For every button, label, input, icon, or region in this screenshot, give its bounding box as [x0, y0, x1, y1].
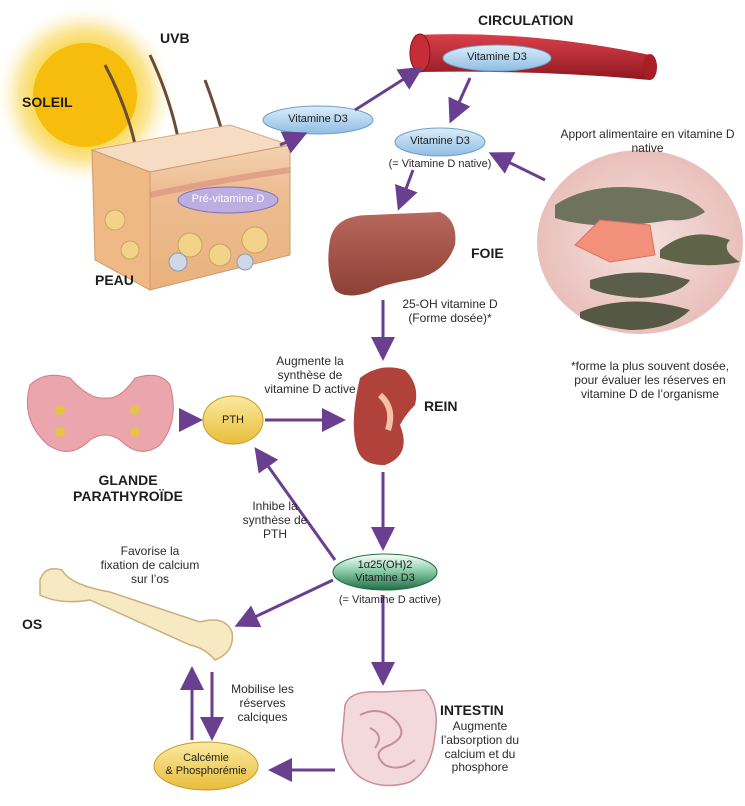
calcemie-line1: Calcémie [154, 752, 258, 765]
vitamine-d3-circulation-text: Vitamine D3 [443, 51, 551, 63]
intestine-illustration [342, 690, 436, 786]
label-uvb: UVB [160, 30, 190, 46]
label-glande: GLANDE PARATHYROÏDE [48, 472, 208, 504]
arrow-active-to-bone [240, 580, 333, 624]
arrow-diet-to-native [494, 155, 545, 180]
kidney-illustration [354, 367, 417, 465]
note-forme-dosee-line2: (Forme dosée)* [390, 312, 510, 326]
liver-illustration [328, 212, 455, 296]
arrow-to-circulation [355, 70, 418, 110]
note-footnote: *forme la plus souvent dosée, pour évalu… [560, 360, 740, 401]
parathyroid-illustration [27, 375, 173, 451]
arrow-skin-to-vitd3 [280, 135, 302, 145]
label-glande-line2: PARATHYROÏDE [48, 488, 208, 504]
label-rein: REIN [424, 398, 457, 414]
active-vit-line2: Vitamine D3 [333, 572, 437, 585]
arrow-circulation-to-native [452, 78, 470, 118]
note-active: (= Vitamine D active) [335, 594, 445, 607]
calcemie-text: Calcémie & Phosphorémie [154, 752, 258, 778]
fish-plate-illustration [537, 150, 743, 334]
note-favorise: Favorise la fixation de calcium sur l’os [100, 545, 200, 586]
note-inhibe: Inhibe la synthèse de PTH [230, 500, 320, 541]
arrow-native-to-liver [400, 170, 413, 205]
note-forme-dosee-line1: 25-OH vitamine D [390, 298, 510, 312]
label-circulation: CIRCULATION [478, 12, 573, 28]
vitamine-d3-native-text: Vitamine D3 [395, 135, 485, 147]
label-foie: FOIE [471, 245, 504, 261]
note-augmente-synthese: Augmente la synthèse de vitamine D activ… [260, 355, 360, 396]
active-vit-text: 1α25(OH)2 Vitamine D3 [333, 559, 437, 584]
label-peau: PEAU [95, 272, 134, 288]
active-vit-line1: 1α25(OH)2 [333, 559, 437, 572]
calcemie-line2: & Phosphorémie [154, 765, 258, 778]
note-augmente-absorption: Augmente l’absorption du calcium et du p… [430, 720, 530, 775]
pre-vitamine-text: Pré-vitamine D [178, 193, 278, 205]
label-intestin: INTESTIN [440, 702, 504, 718]
note-forme-dosee: 25-OH vitamine D (Forme dosée)* [390, 298, 510, 326]
note-native: (= Vitamine D native) [380, 158, 500, 171]
pth-text: PTH [203, 414, 263, 426]
note-apport: Apport alimentaire en vitamine D native [560, 128, 735, 156]
label-soleil: SOLEIL [22, 94, 73, 110]
vitamine-d3-skin-text: Vitamine D3 [263, 113, 373, 125]
label-glande-line1: GLANDE [48, 472, 208, 488]
label-os: OS [22, 616, 42, 632]
note-mobilise: Mobilise les réserves calciques [220, 683, 305, 724]
